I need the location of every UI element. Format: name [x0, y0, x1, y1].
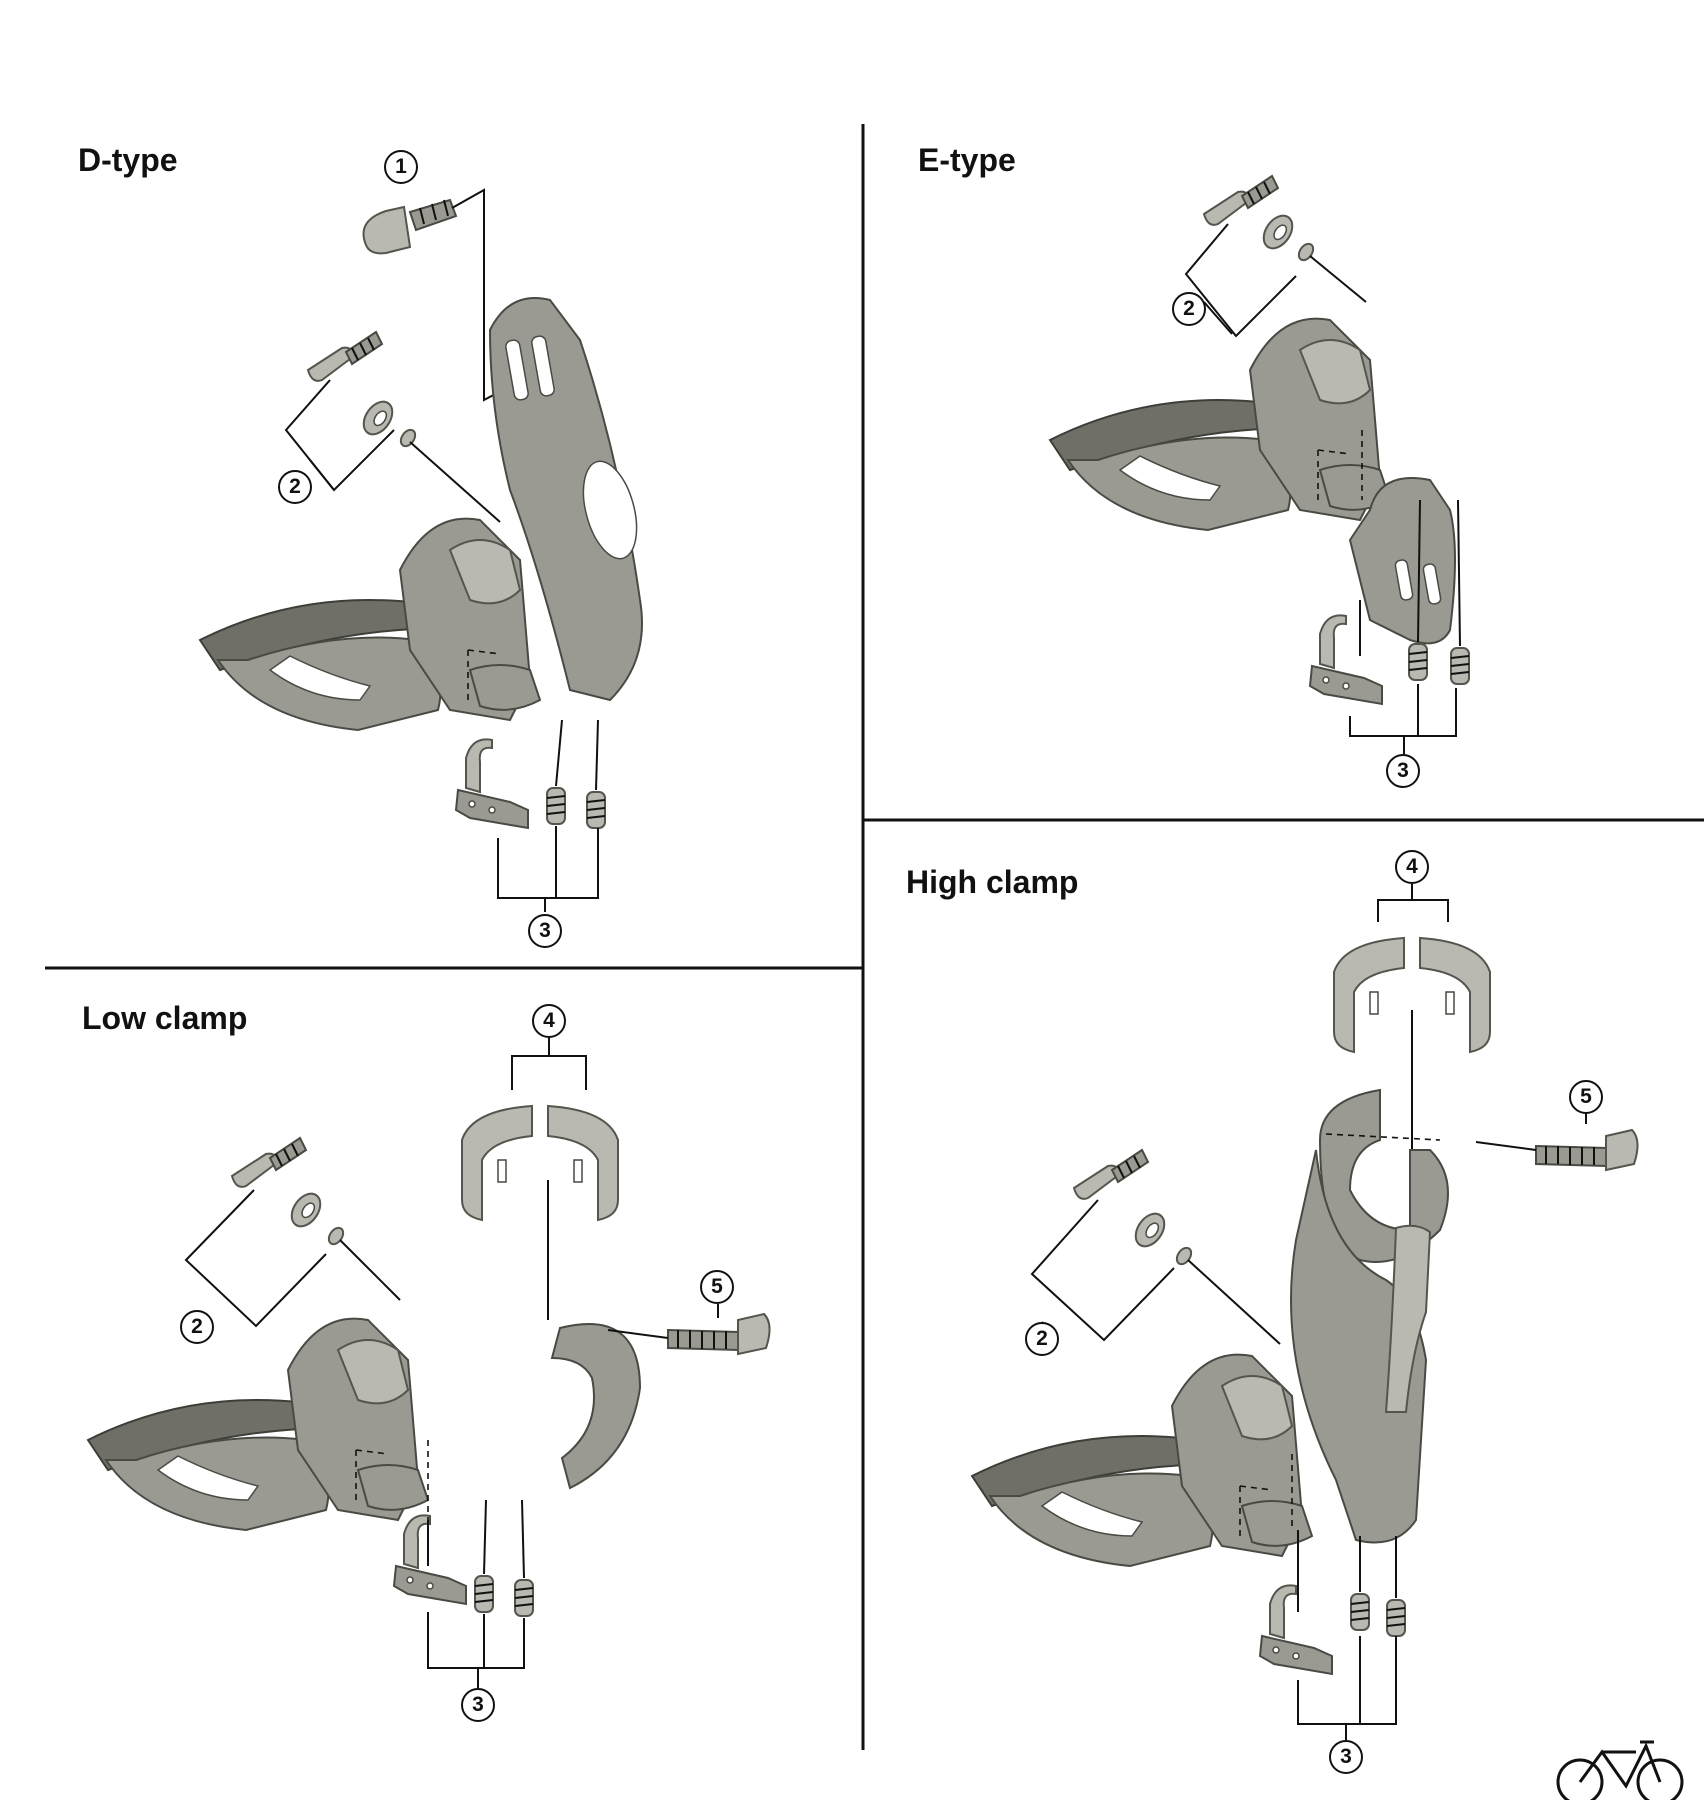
- high-clamp-parts: [971, 884, 1639, 1740]
- e-type-callout-2: 2: [1172, 292, 1206, 326]
- high-clamp-callout-3: 3: [1329, 1740, 1363, 1774]
- high-clamp-callout-5: 5: [1569, 1080, 1603, 1114]
- d-type-parts: [199, 188, 643, 912]
- low-clamp-callout-3: 3: [461, 1688, 495, 1722]
- low-clamp-title: Low clamp: [82, 1000, 248, 1036]
- e-type-title: E-type: [918, 142, 1016, 178]
- e-type-callout-3: 3: [1386, 754, 1420, 788]
- low-clamp-callout-2: 2: [180, 1310, 214, 1344]
- high-clamp-callout-4: 4: [1395, 850, 1429, 884]
- high-clamp-title: High clamp: [906, 864, 1079, 900]
- d-type-callout-3: 3: [528, 914, 562, 948]
- low-clamp-band: [550, 1323, 642, 1490]
- low-clamp-parts: [87, 1038, 771, 1688]
- e-type-parts: [1049, 175, 1470, 754]
- high-clamp-callout-2: 2: [1025, 1322, 1059, 1356]
- bicycle-icon: [1556, 1740, 1684, 1805]
- high-clamp-arm: [1290, 1149, 1428, 1544]
- d-type-title: D-type: [78, 142, 178, 178]
- d-type-callout-2: 2: [278, 470, 312, 504]
- low-clamp-callout-5: 5: [700, 1270, 734, 1304]
- low-clamp-callout-4: 4: [532, 1004, 566, 1038]
- d-type-cap-bolt: [362, 198, 458, 255]
- d-type-mount-plate: [488, 297, 643, 702]
- d-type-callout-1: 1: [384, 150, 418, 184]
